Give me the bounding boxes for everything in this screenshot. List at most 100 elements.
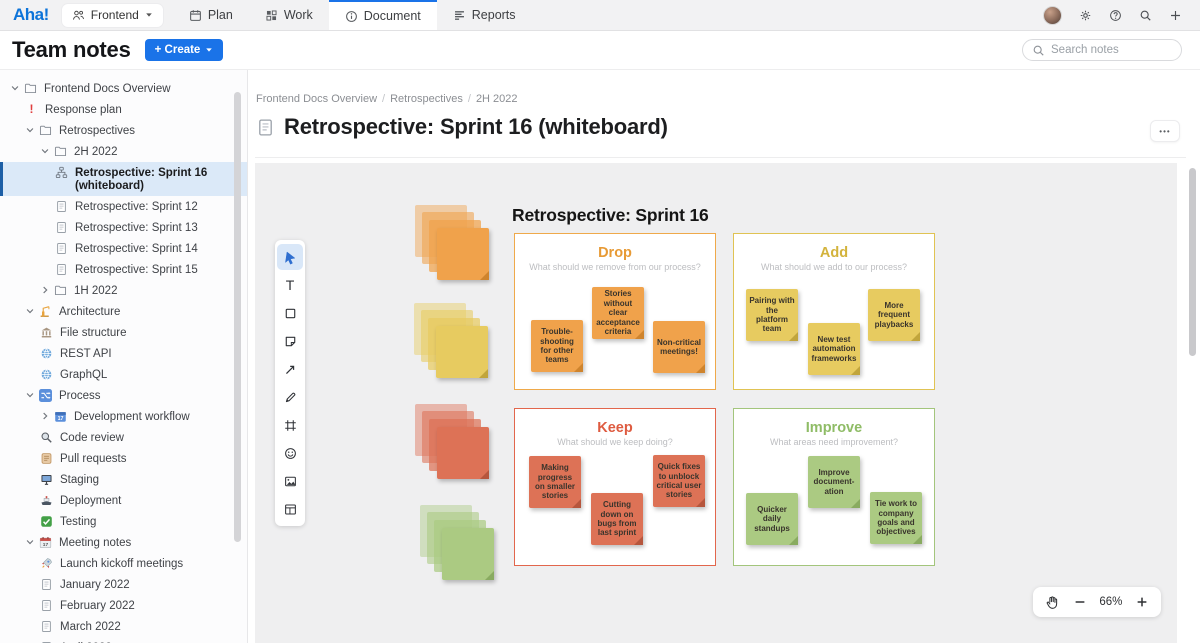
aha-logo[interactable]: Aha! [13, 5, 49, 24]
tree-item-staging[interactable]: Staging [0, 469, 247, 490]
chevron-down-icon[interactable] [40, 146, 54, 156]
sticky-note[interactable]: Stories without clear acceptance criteri… [592, 287, 644, 339]
tree-item-march-2022[interactable]: March 2022 [0, 616, 247, 637]
avatar[interactable] [1043, 5, 1062, 25]
document-icon [55, 263, 70, 276]
breadcrumb-item-frontend-docs-overview[interactable]: Frontend Docs Overview [256, 93, 378, 105]
divider [255, 157, 1186, 158]
sticky-note[interactable]: Quicker daily standups [746, 493, 798, 545]
tree-item-launch-kickoff-meetings[interactable]: Launch kickoff meetings [0, 553, 247, 574]
tree-item-retrospective-sprint-16-whiteboard[interactable]: Retrospective: Sprint 16 (whiteboard) [0, 162, 247, 196]
tab-label: Document [363, 9, 421, 23]
sticky-note[interactable]: Trouble-shooting for other teams [531, 320, 583, 372]
chevron-down-icon[interactable] [25, 537, 39, 547]
emoji-tool[interactable] [277, 440, 303, 466]
search-input[interactable] [1051, 44, 1161, 56]
tree-item-architecture[interactable]: Architecture [0, 301, 247, 322]
chevron-right-icon[interactable] [40, 411, 54, 421]
document-scrollbar[interactable] [1189, 168, 1196, 356]
sticky-note-tool[interactable] [277, 328, 303, 354]
help-icon[interactable] [1109, 9, 1122, 22]
tab-document[interactable]: Document [328, 0, 437, 30]
breadcrumb-item-2h-2022[interactable]: 2H 2022 [475, 93, 518, 105]
whiteboard-title[interactable]: Retrospective: Sprint 16 [512, 205, 709, 225]
sticky-stack-yellow[interactable] [414, 303, 490, 379]
tree-item-retrospective-sprint-14[interactable]: Retrospective: Sprint 14 [0, 238, 247, 259]
chevron-down-icon[interactable] [10, 83, 24, 93]
more-options-button[interactable]: ••• [1150, 120, 1180, 142]
sticky-stack-orange[interactable] [415, 205, 491, 281]
tree-item-label: April 2022 [60, 641, 112, 644]
tree-item-retrospective-sprint-15[interactable]: Retrospective: Sprint 15 [0, 259, 247, 280]
tree-item-response-plan[interactable]: !Response plan [0, 99, 247, 120]
chevron-down-icon[interactable] [25, 390, 39, 400]
sticky-stack-green[interactable] [420, 505, 496, 581]
sticky-note[interactable]: Improve document-ation [808, 456, 860, 508]
create-button[interactable]: + Create [144, 39, 224, 61]
select-tool[interactable] [277, 244, 303, 270]
tree-item-deployment[interactable]: Deployment [0, 490, 247, 511]
text-tool[interactable]: T [285, 277, 295, 293]
image-tool[interactable] [277, 468, 303, 494]
tree-item-pull-requests[interactable]: Pull requests [0, 448, 247, 469]
chevron-down-icon[interactable] [25, 125, 39, 135]
tab-work[interactable]: Work [249, 0, 329, 30]
sticky-note[interactable]: Non-critical meetings! [653, 321, 705, 373]
search-icon[interactable] [1139, 9, 1152, 22]
tree-item-graphql[interactable]: GraphQL [0, 364, 247, 385]
tree-item-january-2022[interactable]: January 2022 [0, 574, 247, 595]
tree-item-frontend-docs-overview[interactable]: Frontend Docs Overview [0, 78, 247, 99]
document-title[interactable]: Retrospective: Sprint 16 (whiteboard) [284, 114, 668, 139]
tree-item-process[interactable]: Process [0, 385, 247, 406]
sticky-note[interactable]: Tie work to company goals and objectives [870, 492, 922, 544]
document-icon [55, 200, 70, 213]
shape-tool[interactable] [277, 300, 303, 326]
sticky-note[interactable]: Making progress on smaller stories [529, 456, 581, 508]
sticky-note[interactable]: More frequent playbacks [868, 289, 920, 341]
tree-item-retrospectives[interactable]: Retrospectives [0, 120, 247, 141]
tree-item-testing[interactable]: Testing [0, 511, 247, 532]
zoom-in-button[interactable] [1135, 595, 1149, 609]
tree-item-retrospective-sprint-13[interactable]: Retrospective: Sprint 13 [0, 217, 247, 238]
template-tool[interactable] [277, 496, 303, 522]
tree-item-label: January 2022 [60, 578, 130, 591]
sidebar-scrollbar[interactable] [234, 92, 241, 542]
tab-reports[interactable]: Reports [437, 0, 532, 30]
tab-plan[interactable]: Plan [173, 0, 249, 30]
tree-item-april-2022[interactable]: April 2022 [0, 637, 247, 643]
tree-item-february-2022[interactable]: February 2022 [0, 595, 247, 616]
plus-icon[interactable] [1169, 9, 1182, 22]
breadcrumb-item-retrospectives[interactable]: Retrospectives [390, 93, 463, 105]
sticky-note[interactable]: Cutting down on bugs from last sprint [591, 493, 643, 545]
sticky-note[interactable]: Pairing with the platform team [746, 289, 798, 341]
notes-search[interactable] [1022, 39, 1182, 61]
pan-hand-button[interactable] [1045, 595, 1060, 610]
tree-item-1h-2022[interactable]: 1H 2022 [0, 280, 247, 301]
sticky-stack-layer [437, 427, 489, 479]
chevron-down-icon[interactable] [25, 306, 39, 316]
tab-label: Reports [471, 8, 516, 22]
frame-tool[interactable] [277, 412, 303, 438]
tree-item-retrospective-sprint-12[interactable]: Retrospective: Sprint 12 [0, 196, 247, 217]
chevron-right-icon[interactable] [40, 285, 54, 295]
tree-item-rest-api[interactable]: REST API [0, 343, 247, 364]
tree-item-code-review[interactable]: Code review [0, 427, 247, 448]
tree-item-2h-2022[interactable]: 2H 2022 [0, 141, 247, 162]
gear-icon[interactable] [1079, 9, 1092, 22]
connector-tool[interactable] [277, 356, 303, 382]
sticky-stack-red[interactable] [415, 404, 491, 480]
workspace-switcher[interactable]: Frontend [61, 3, 163, 27]
zoom-out-button[interactable] [1073, 595, 1087, 609]
sticky-note[interactable]: New test automation frameworks [808, 323, 860, 375]
pen-tool[interactable] [277, 384, 303, 410]
tree-item-file-structure[interactable]: File structure [0, 322, 247, 343]
sticky-note[interactable]: Quick fixes to unblock critical user sto… [653, 455, 705, 507]
